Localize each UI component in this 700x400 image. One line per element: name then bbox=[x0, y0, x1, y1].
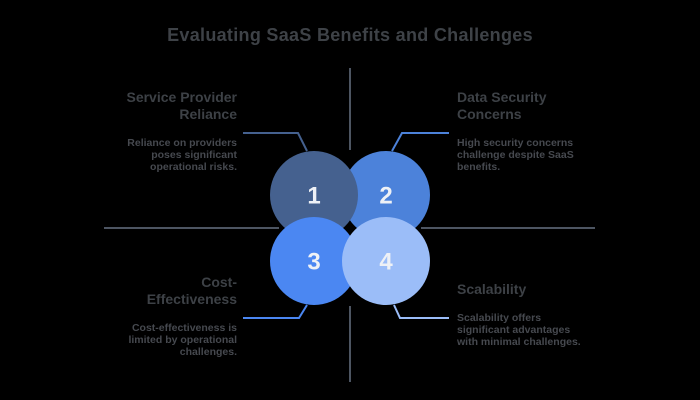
item-1-heading: Service Provider Reliance bbox=[126, 89, 237, 122]
circle-1 bbox=[270, 151, 358, 239]
diagram-title: Evaluating SaaS Benefits and Challenges bbox=[167, 25, 533, 45]
callout-item-3: Cost- Effectiveness Cost-effectiveness i… bbox=[97, 274, 237, 358]
callout-item-2: Data Security Concerns High security con… bbox=[457, 89, 622, 173]
circle-number-2: 2 bbox=[379, 183, 392, 210]
item-3-description: Cost-effectiveness is limited by operati… bbox=[128, 322, 237, 358]
circle-4 bbox=[342, 217, 430, 305]
connector-item-4 bbox=[393, 304, 449, 319]
item-2-heading: Data Security Concerns bbox=[457, 89, 547, 122]
callout-item-4: Scalability Scalability offers significa… bbox=[457, 281, 632, 348]
circle-number-1: 1 bbox=[307, 183, 320, 210]
item-1-description: Reliance on providers poses significant … bbox=[127, 137, 237, 173]
item-2-description: High security concerns challenge despite… bbox=[457, 137, 574, 173]
circle-2 bbox=[342, 151, 430, 239]
item-4-heading: Scalability bbox=[457, 281, 527, 297]
connector-item-3 bbox=[243, 304, 308, 319]
circle-number-3: 3 bbox=[307, 249, 320, 276]
item-4-description: Scalability offers significant advantage… bbox=[457, 312, 581, 348]
circle-number-4: 4 bbox=[379, 249, 393, 276]
circle-3 bbox=[270, 217, 358, 305]
connector-item-1 bbox=[243, 132, 308, 152]
connector-item-2 bbox=[391, 132, 449, 152]
callout-item-1: Service Provider Reliance Reliance on pr… bbox=[97, 89, 237, 173]
item-3-heading: Cost- Effectiveness bbox=[146, 274, 237, 307]
